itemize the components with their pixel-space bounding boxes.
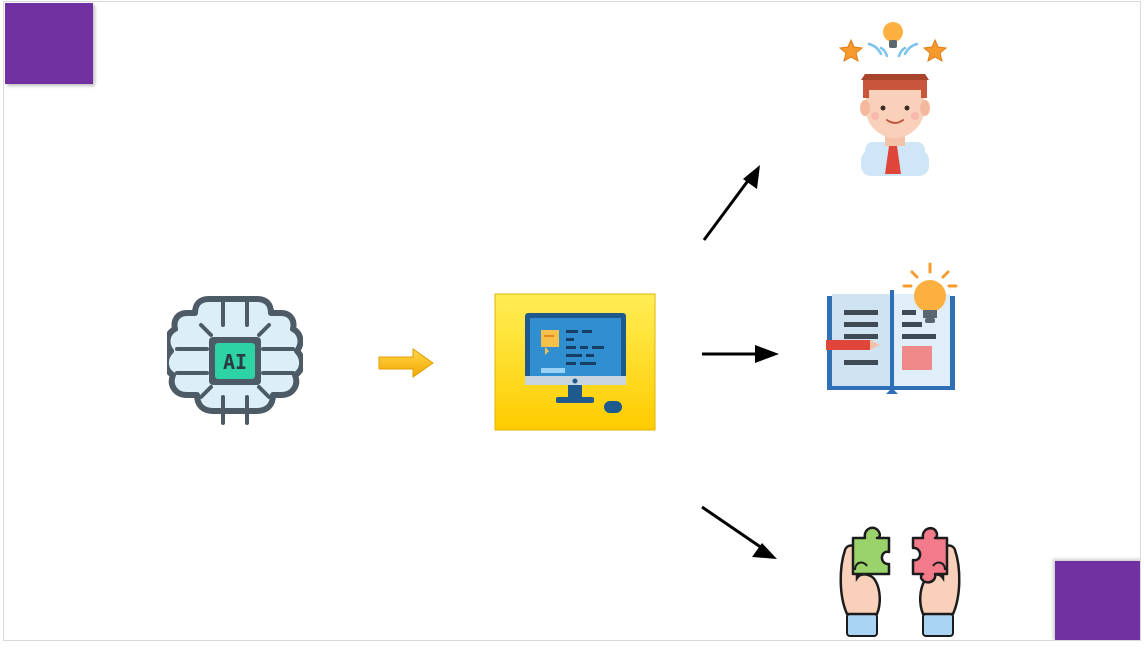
slide: AI	[3, 1, 1141, 641]
person-idea-icon	[831, 16, 955, 176]
arrow-to-puzzle-icon	[694, 498, 784, 568]
arrow-to-book-icon	[699, 342, 783, 366]
corner-accent-bottom-right	[1055, 561, 1140, 640]
corner-accent-top-left	[5, 3, 93, 84]
yellow-arrow-icon	[377, 348, 435, 378]
ai-chip-label: AI	[223, 350, 247, 374]
arrow-to-person-icon	[694, 152, 774, 252]
open-book-idea-icon	[822, 258, 962, 396]
ai-brain-chip-icon: AI	[167, 291, 303, 431]
puzzle-hands-icon	[837, 516, 963, 640]
computer-monitor-icon	[494, 293, 656, 431]
